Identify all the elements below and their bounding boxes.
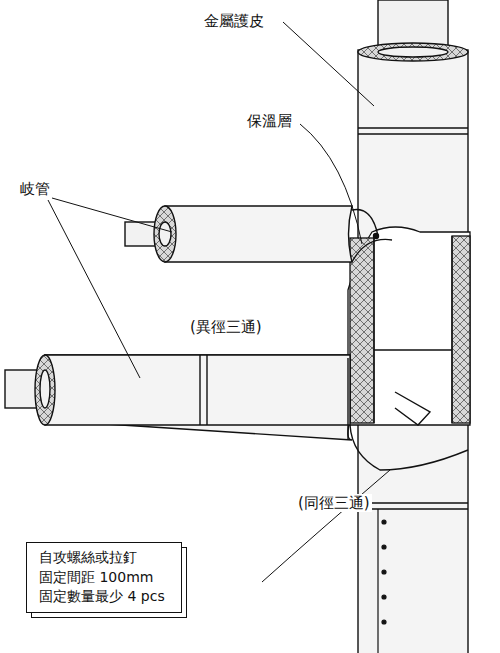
- reducing-tee-branch: [159, 222, 171, 246]
- part-label: (異徑三通): [188, 318, 264, 336]
- reducing-tee-branch: [374, 234, 379, 239]
- cutaway-insulation: [352, 239, 392, 262]
- cutaway-insulation: [348, 227, 470, 425]
- equal-tee-branch: [5, 355, 468, 470]
- rivet-seam: [382, 545, 386, 549]
- cutaway-insulation: [373, 236, 374, 423]
- rivet-seam: [382, 620, 386, 624]
- main-pipe: [358, 133, 468, 134]
- equal-tee-branch: [347, 358, 348, 440]
- main-pipe: [358, 508, 468, 509]
- note-text: 自攻螺絲或拉釘: [39, 548, 169, 568]
- rivet-seam: [377, 509, 378, 653]
- main-pipe: [358, 502, 468, 503]
- part-label: 金屬護皮: [202, 12, 266, 30]
- reducing-tee-branch: [154, 206, 176, 262]
- part-label: (同徑三通): [296, 494, 372, 512]
- leader-lines: [52, 198, 172, 232]
- rivet-seam: [382, 520, 386, 524]
- part-label: 岐管: [18, 180, 52, 198]
- reducing-tee-branch: [352, 210, 378, 236]
- leader-lines: [283, 22, 374, 106]
- reducing-tee-branch: [125, 222, 165, 246]
- part-label: 保溫層: [245, 112, 294, 130]
- note-box: 自攻螺絲或拉釘固定間距 100mm固定數量最少 4 pcs: [26, 542, 182, 613]
- note-text: 固定數量最少 4 pcs: [39, 587, 169, 607]
- cutaway-insulation: [451, 236, 452, 423]
- rivet-seam: [382, 595, 386, 599]
- main-pipe: [378, 47, 448, 57]
- cutaway-insulation: [374, 349, 452, 350]
- cutaway-insulation: [348, 227, 470, 425]
- leader-lines: [300, 124, 362, 244]
- reducing-tee-branch: [125, 206, 379, 262]
- equal-tee-branch: [40, 370, 50, 408]
- main-pipe: [358, 127, 468, 128]
- note-text: 固定間距 100mm: [39, 568, 169, 588]
- leader-lines: [48, 200, 140, 378]
- main-pipe: [358, 43, 468, 61]
- equal-tee-branch: [45, 355, 352, 440]
- reducing-tee-branch: [165, 206, 352, 262]
- cutaway-insulation: [350, 238, 374, 423]
- equal-tee-branch: [206, 355, 207, 425]
- leader-lines: [48, 22, 390, 582]
- cutaway-insulation: [452, 236, 470, 423]
- equal-tee-branch: [199, 355, 200, 425]
- equal-tee-branch: [35, 355, 55, 425]
- equal-tee-branch: [350, 425, 468, 470]
- rivet-seam: [378, 509, 386, 653]
- equal-tee-branch: [45, 355, 350, 425]
- equal-tee-branch: [395, 392, 430, 425]
- leader-lines: [262, 470, 390, 582]
- rivet-seam: [382, 570, 386, 574]
